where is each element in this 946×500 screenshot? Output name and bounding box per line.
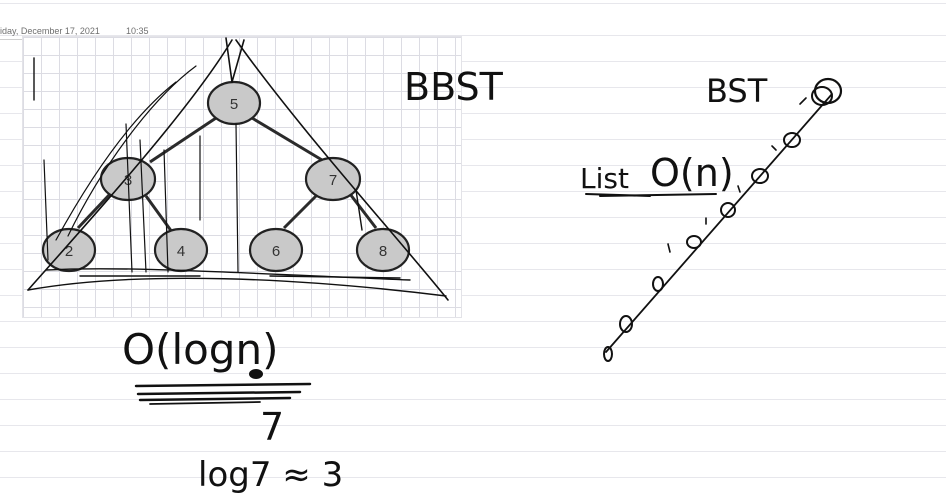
edge-5-7: [251, 116, 323, 162]
tree-node-value: 6: [272, 243, 280, 260]
big-o-n-label: O(n): [650, 151, 734, 195]
bst-label: BST: [706, 72, 768, 110]
tree-node-5: 5: [206, 80, 262, 126]
list-underline-2: [599, 193, 717, 197]
log-eq-label: log7 ≈ 3: [198, 455, 343, 495]
edge-5-3: [149, 116, 217, 164]
ink-blot: [249, 369, 263, 379]
tree-node-value: 2: [65, 243, 73, 260]
bst-chain: [603, 77, 843, 362]
tree-node-value: 8: [379, 243, 387, 260]
tree-node-4: 4: [153, 227, 209, 273]
bbst-label: BBST: [404, 65, 504, 109]
edge-3-2: [76, 192, 112, 230]
tree-node-8: 8: [355, 227, 411, 273]
tree-node-value: 4: [177, 243, 185, 260]
logn-underline: [134, 382, 312, 405]
seven-label: 7: [260, 405, 284, 449]
tree-triangle-strokes: [27, 37, 449, 301]
tree-node-6: 6: [248, 227, 304, 273]
edge-7-8: [348, 193, 378, 229]
edge-3-4: [144, 195, 174, 233]
page-time: 10:35: [126, 26, 149, 36]
tree-node-value: 5: [230, 96, 238, 113]
tree-node-7: 7: [304, 156, 362, 202]
page-date: iday, December 17, 2021: [0, 26, 100, 36]
big-o-logn-label: O(logn): [122, 325, 278, 374]
tree-node-value: 7: [329, 172, 337, 189]
list-word: List: [580, 162, 629, 195]
edge-7-6: [282, 192, 320, 230]
tree-edges: [76, 116, 378, 233]
